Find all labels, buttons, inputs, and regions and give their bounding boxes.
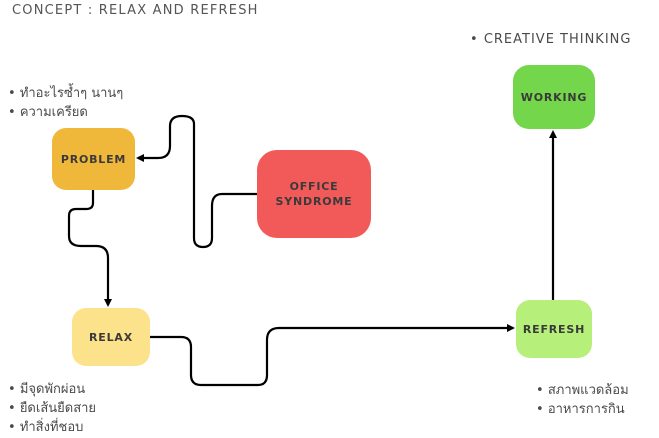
node-office-line2: SYNDROME [275, 195, 353, 208]
node-office-syndrome-label: OFFICE SYNDROME [276, 179, 353, 209]
working-notes: CREATIVE THINKING [470, 30, 631, 49]
node-working: WORKING [513, 65, 595, 129]
node-problem-label: PROBLEM [60, 152, 127, 166]
node-problem: PROBLEM [52, 128, 135, 190]
node-refresh: REFRESH [516, 300, 592, 358]
relax-note: ทำสิ่งที่ชอบ [8, 418, 96, 437]
node-office-line1: OFFICE [289, 180, 339, 193]
node-refresh-label: REFRESH [522, 322, 586, 336]
problem-note: ทำอะไรซ้ำๆ นานๆ [8, 84, 123, 103]
diagram-title: CONCEPT : RELAX AND REFRESH [12, 3, 259, 18]
relax-note: ยืดเส้นยืดสาย [8, 399, 96, 418]
node-relax-label: RELAX [89, 330, 133, 344]
node-relax: RELAX [72, 308, 150, 366]
refresh-note: อาหารการกิน [536, 400, 629, 419]
connector-problem-to-relax [67, 190, 112, 307]
relax-note: มีจุดพักผ่อน [8, 380, 96, 399]
connector-office-to-problem [136, 114, 257, 249]
relax-notes: มีจุดพักผ่อน ยืดเส้นยืดสาย ทำสิ่งที่ชอบ [8, 380, 96, 437]
problem-note: ความเครียด [8, 103, 123, 122]
connector-relax-to-refresh [150, 324, 515, 387]
working-note: CREATIVE THINKING [470, 30, 631, 49]
refresh-note: สภาพแวดล้อม [536, 381, 629, 400]
refresh-notes: สภาพแวดล้อม อาหารการกิน [536, 381, 629, 419]
problem-notes: ทำอะไรซ้ำๆ นานๆ ความเครียด [8, 84, 123, 122]
node-office-syndrome: OFFICE SYNDROME [257, 150, 371, 238]
node-working-label: WORKING [520, 90, 588, 104]
